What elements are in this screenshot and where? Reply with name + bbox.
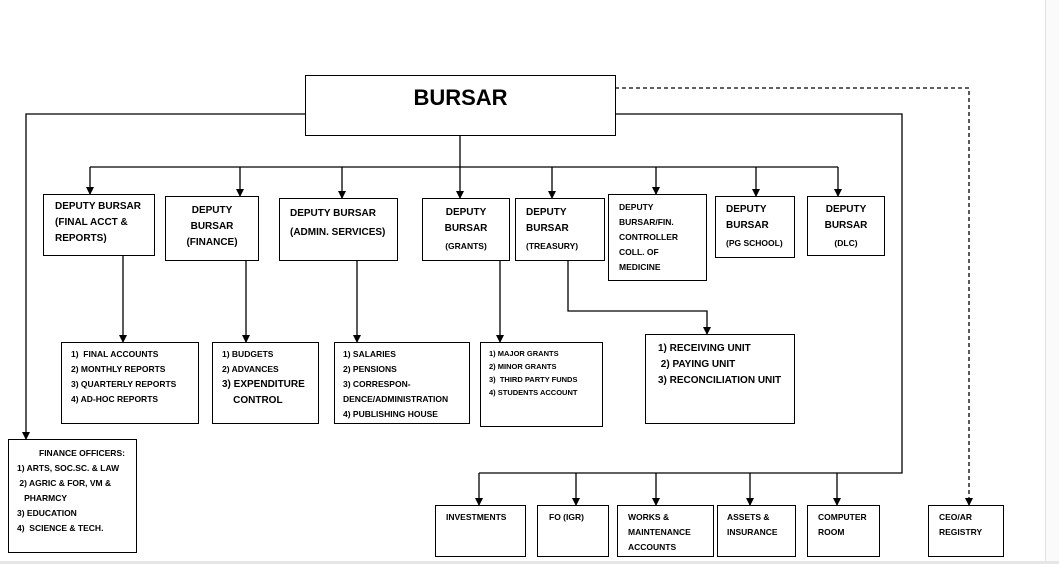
unit-line: DENCE/ADMINISTRATION	[343, 394, 449, 404]
deputy-line: DEPUTY	[825, 204, 867, 215]
unit-line: 2) MONTHLY REPORTS	[71, 364, 166, 374]
connector-to-finance-officers	[22, 113, 305, 440]
bottom-line: ROOM	[818, 527, 845, 537]
deputy-line: (GRANTS)	[445, 241, 487, 251]
finance-officers-title: FINANCE OFFICERS:	[39, 448, 125, 458]
deputy-line: DEPUTY	[726, 204, 767, 215]
bottom-line: WORKS &	[628, 512, 670, 522]
bottom-line: COMPUTER	[818, 512, 867, 522]
deputy-box-finance: DEPUTY BURSAR (FINANCE)	[165, 196, 259, 261]
vertical-scrollbar[interactable]	[1045, 0, 1059, 561]
finance-officers-line: 2) AGRIC & FOR, VM &	[17, 478, 112, 488]
bottom-line: FO (IGR)	[549, 512, 584, 522]
deputy-box-pg-school: DEPUTY BURSAR (PG SCHOOL)	[715, 196, 795, 258]
bursar-label: BURSAR	[413, 85, 508, 110]
unit-line: 1) MAJOR GRANTS	[489, 349, 559, 358]
unit-line: 2) PENSIONS	[343, 364, 397, 374]
deputy-line: (FINANCE)	[186, 237, 238, 248]
unit-line: 3) THIRD PARTY FUNDS	[489, 375, 578, 384]
deputy-box-dlc: DEPUTY BURSAR (DLC)	[807, 196, 885, 256]
connector-to-unit-5	[567, 261, 711, 335]
bottom-box-computer-room: COMPUTER ROOM	[807, 505, 880, 557]
deputy-box-coll-medicine: DEPUTY BURSAR/FIN. CONTROLLER COLL. OF M…	[608, 194, 707, 281]
deputy-line: BURSAR	[824, 220, 868, 231]
deputy-box-grants: DEPUTY BURSAR (GRANTS)	[422, 198, 510, 261]
unit-line: 1) RECEIVING UNIT	[658, 343, 751, 354]
unit-line: 2) MINOR GRANTS	[489, 362, 557, 371]
deputy-line: BURSAR	[526, 223, 569, 234]
unit-line: 2) ADVANCES	[222, 364, 279, 374]
bottom-box-works: WORKS & MAINTENANCE ACCOUNTS	[617, 505, 714, 557]
unit-line: 4) STUDENTS ACCOUNT	[489, 388, 578, 397]
unit-line: 1) SALARIES	[343, 349, 396, 359]
ceo-line: CEO/AR	[939, 512, 973, 522]
unit-box-salaries: 1) SALARIES 2) PENSIONS 3) CORRESPON- DE…	[334, 342, 470, 424]
bottom-box-assets: ASSETS & INSURANCE	[717, 505, 796, 557]
deputy-line: DEPUTY	[619, 202, 654, 212]
connector-bottom-bus	[479, 113, 903, 474]
horizontal-scrollbar[interactable]	[0, 561, 1059, 564]
unit-line: 4) AD-HOC REPORTS	[71, 394, 159, 404]
deputy-line: REPORTS)	[55, 233, 107, 244]
bottom-line: INSURANCE	[727, 527, 778, 537]
deputy-line: DEPUTY BURSAR	[290, 208, 376, 219]
unit-box-grants: 1) MAJOR GRANTS 2) MINOR GRANTS 3) THIRD…	[480, 342, 603, 427]
deputy-line: DEPUTY BURSAR	[55, 201, 141, 212]
deputy-line: (PG SCHOOL)	[726, 238, 783, 248]
connector-to-ceo-registry	[615, 87, 973, 506]
deputy-line: DEPUTY	[445, 207, 487, 218]
deputy-line: (ADMIN. SERVICES)	[290, 227, 386, 238]
deputy-line: (TREASURY)	[526, 241, 579, 251]
bottom-line: MAINTENANCE	[628, 527, 691, 537]
unit-line: 3) CORRESPON-	[343, 379, 411, 389]
unit-line: 1) BUDGETS	[222, 349, 274, 359]
finance-officers-line: 4) SCIENCE & TECH.	[17, 523, 104, 533]
unit-box-final-accounts: 1) FINAL ACCOUNTS 2) MONTHLY REPORTS 3) …	[61, 342, 199, 424]
deputy-line: BURSAR	[726, 220, 769, 231]
bottom-line: INVESTMENTS	[446, 512, 507, 522]
unit-box-budgets: 1) BUDGETS 2) ADVANCES 3) EXPENDITURE CO…	[212, 342, 319, 424]
finance-officers-box: FINANCE OFFICERS: 1) ARTS, SOC.SC. & LAW…	[8, 439, 137, 553]
deputy-box-admin-services: DEPUTY BURSAR (ADMIN. SERVICES)	[279, 198, 398, 261]
unit-line: 3) RECONCILIATION UNIT	[658, 375, 782, 386]
unit-box-receiving: 1) RECEIVING UNIT 2) PAYING UNIT 3) RECO…	[645, 334, 795, 424]
deputy-line: COLL. OF	[619, 247, 659, 257]
deputy-box-treasury: DEPUTY BURSAR (TREASURY)	[515, 198, 605, 261]
finance-officers-line: 3) EDUCATION	[17, 508, 77, 518]
deputy-line: DEPUTY	[191, 205, 233, 216]
bottom-line: ASSETS &	[727, 512, 770, 522]
bursar-box: BURSAR	[305, 75, 616, 136]
unit-line: 3) QUARTERLY REPORTS	[71, 379, 177, 389]
ceo-registry-box: CEO/AR REGISTRY	[928, 505, 1004, 557]
finance-officers-line: 1) ARTS, SOC.SC. & LAW	[17, 463, 120, 473]
deputy-line: (FINAL ACCT &	[55, 217, 128, 228]
bottom-line: ACCOUNTS	[628, 542, 677, 552]
unit-line: 3) EXPENDITURE	[222, 379, 305, 390]
ceo-line: REGISTRY	[939, 527, 983, 537]
deputy-line: MEDICINE	[619, 262, 661, 272]
unit-line: CONTROL	[222, 395, 283, 406]
deputy-line: (DLC)	[834, 238, 858, 248]
bottom-box-fo-igr: FO (IGR)	[537, 505, 609, 557]
deputy-line: BURSAR	[444, 223, 488, 234]
deputy-line: BURSAR/FIN.	[619, 217, 674, 227]
unit-line: 1) FINAL ACCOUNTS	[71, 349, 159, 359]
deputy-box-final-acct: DEPUTY BURSAR (FINAL ACCT & REPORTS)	[43, 194, 155, 256]
unit-line: 4) PUBLISHING HOUSE	[343, 409, 438, 419]
deputy-line: CONTROLLER	[619, 232, 679, 242]
bottom-box-investments: INVESTMENTS	[435, 505, 526, 557]
deputy-line: DEPUTY	[526, 207, 567, 218]
deputy-line: BURSAR	[190, 221, 234, 232]
unit-line: 2) PAYING UNIT	[658, 359, 736, 370]
finance-officers-line: PHARMCY	[17, 493, 68, 503]
